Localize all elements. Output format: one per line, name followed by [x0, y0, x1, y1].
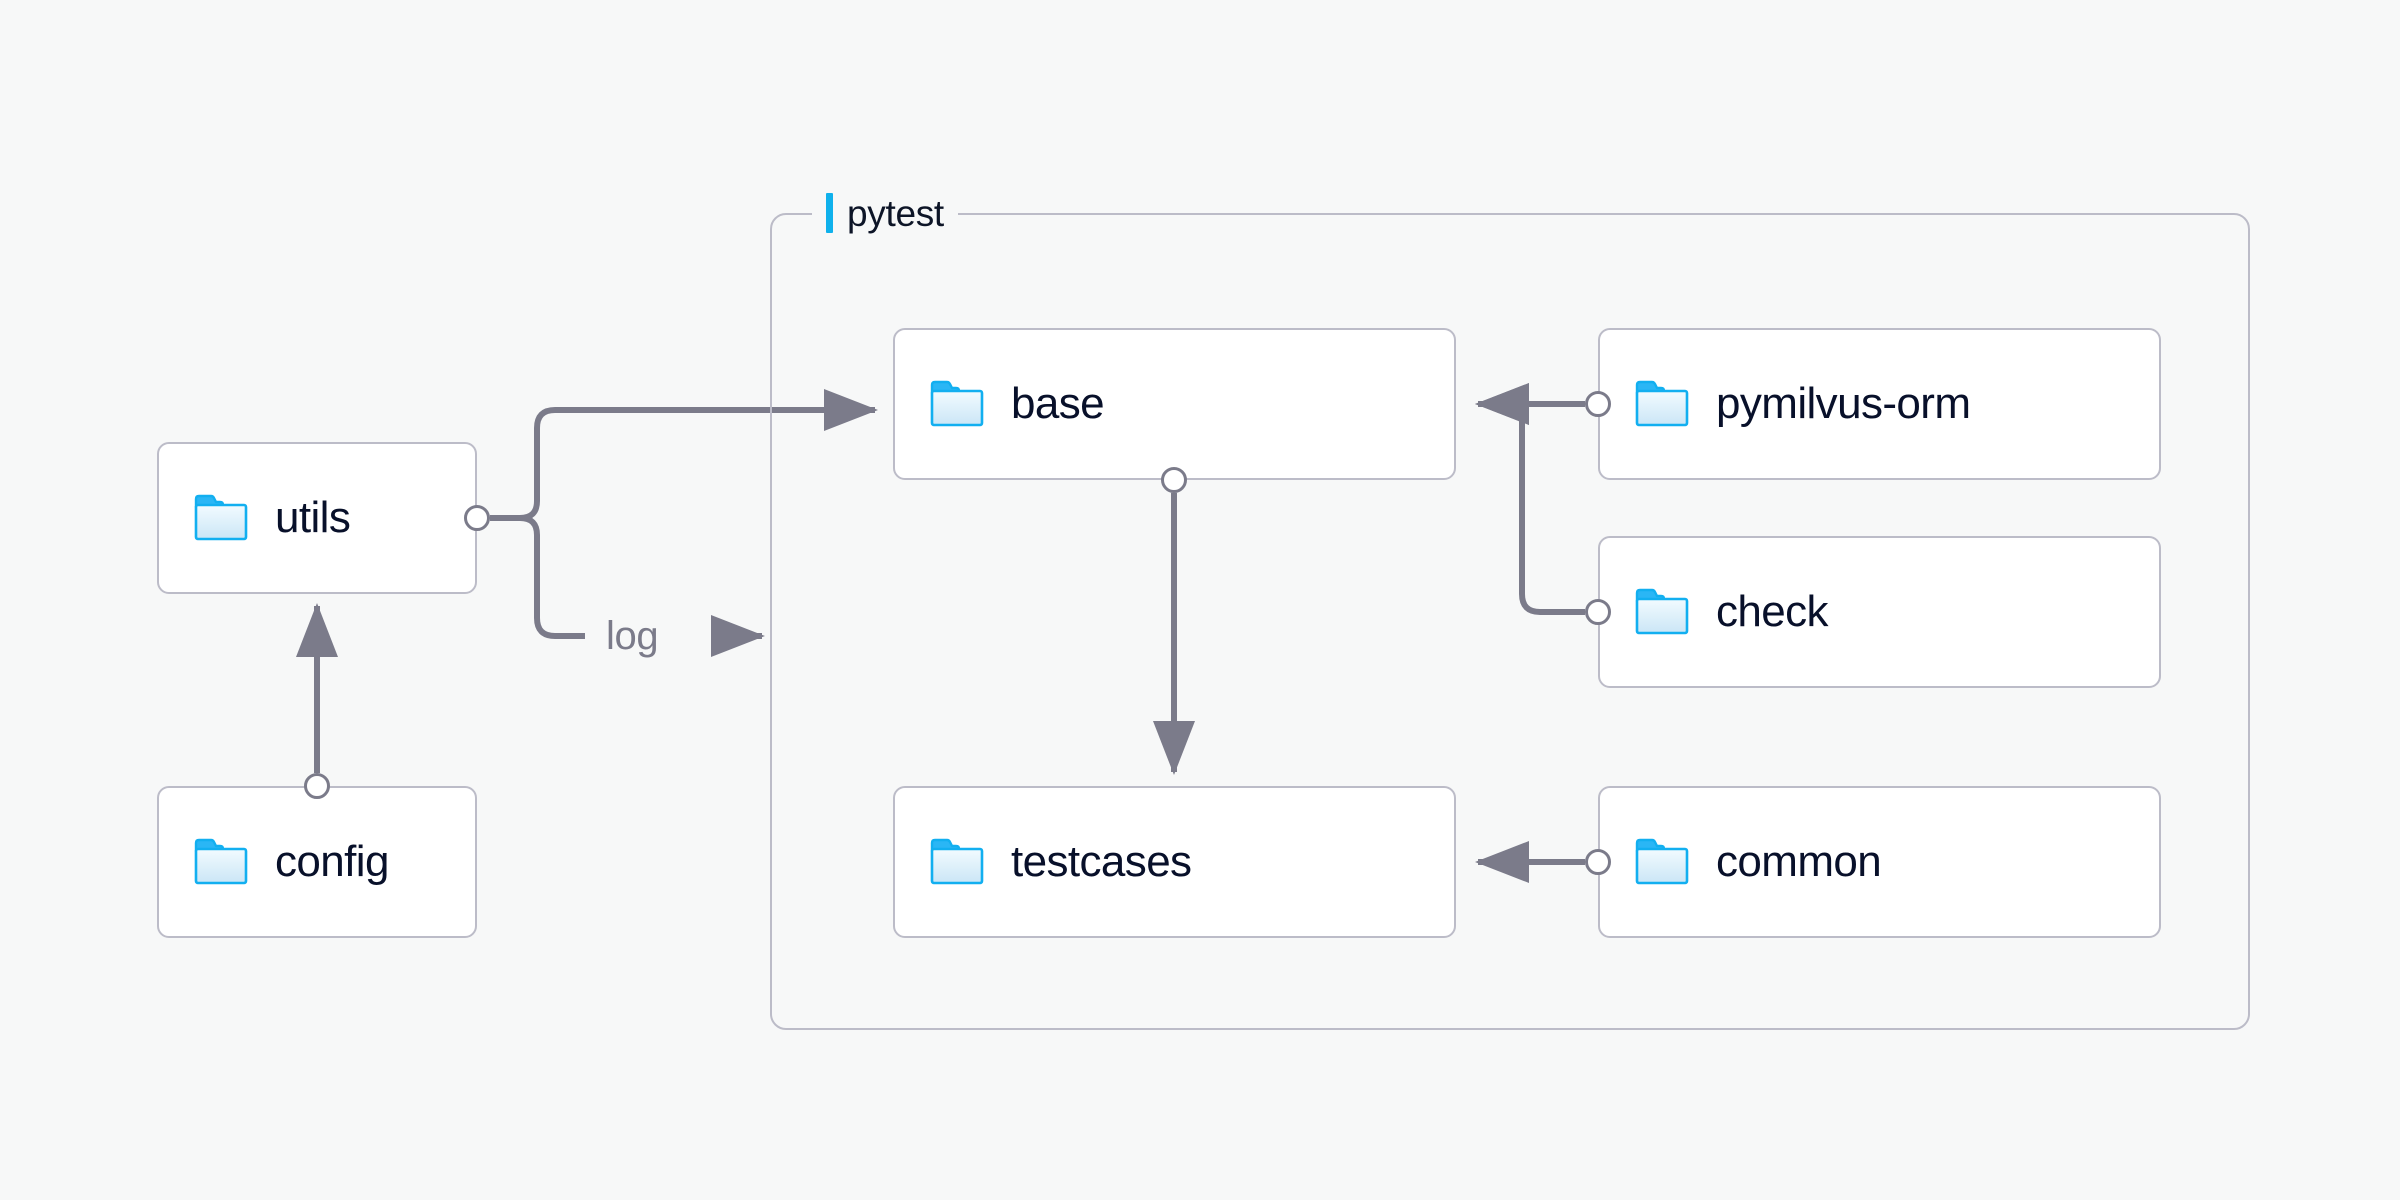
node-utils-label: utils — [275, 493, 351, 542]
group-pytest[interactable] — [770, 213, 2250, 1030]
node-config[interactable]: config — [157, 786, 477, 938]
folder-icon — [194, 838, 248, 885]
node-base-label: base — [1011, 379, 1105, 428]
port-config-top[interactable] — [304, 773, 330, 799]
node-common[interactable]: common — [1598, 786, 2161, 938]
node-pymilvus-orm[interactable]: pymilvus-orm — [1598, 328, 2161, 480]
group-pytest-label: pytest — [812, 193, 958, 233]
folder-icon — [930, 380, 984, 427]
port-base-bottom[interactable] — [1161, 467, 1187, 493]
port-utils-right[interactable] — [464, 505, 490, 531]
folder-icon — [1635, 838, 1689, 885]
node-testcases[interactable]: testcases — [893, 786, 1456, 938]
accent-bar-icon — [826, 193, 833, 233]
node-config-label: config — [275, 837, 389, 886]
node-base[interactable]: base — [893, 328, 1456, 480]
node-testcases-label: testcases — [1011, 837, 1192, 886]
node-common-label: common — [1716, 837, 1882, 886]
port-pymilvus-left[interactable] — [1585, 391, 1611, 417]
folder-icon — [1635, 380, 1689, 427]
folder-icon — [930, 838, 984, 885]
node-pymilvus-orm-label: pymilvus-orm — [1716, 379, 1971, 428]
node-utils[interactable]: utils — [157, 442, 477, 594]
folder-icon — [194, 494, 248, 541]
node-check-label: check — [1716, 587, 1829, 636]
node-check[interactable]: check — [1598, 536, 2161, 688]
group-pytest-label-text: pytest — [847, 192, 944, 234]
folder-icon — [1635, 588, 1689, 635]
port-check-left[interactable] — [1585, 599, 1611, 625]
edge-label-log: log — [600, 616, 665, 656]
port-common-left[interactable] — [1585, 849, 1611, 875]
